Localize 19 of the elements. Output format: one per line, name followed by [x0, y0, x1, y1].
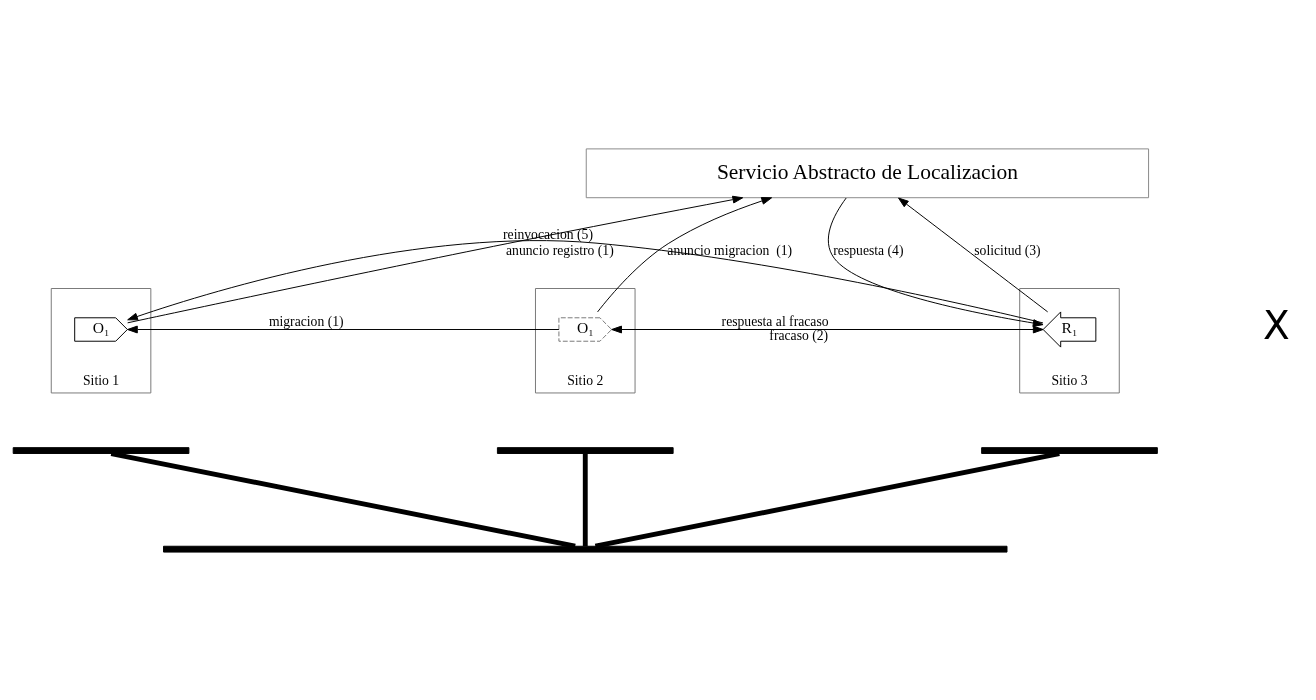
edge-label: respuesta (4)	[833, 242, 904, 258]
arrow	[127, 195, 744, 323]
edge-label: respuesta al fracaso	[721, 313, 829, 329]
edge-label: anuncio registro (1)	[506, 242, 614, 258]
arrow	[597, 196, 773, 312]
node-box: Servicio Abstracto de Localizacion	[585, 147, 1150, 198]
edge-label: migracion (1)	[268, 313, 344, 329]
edge-label: anuncio migracion (1)	[667, 242, 793, 258]
node-bar	[981, 446, 1158, 454]
arrow	[127, 325, 560, 333]
connector	[582, 453, 588, 546]
edge-label: solicitud (3)	[974, 242, 1041, 258]
arrow	[127, 239, 1044, 323]
node-bar	[496, 446, 674, 454]
edge-label: fracaso (2)	[769, 327, 829, 343]
arrow	[898, 197, 1049, 312]
label: X	[1263, 302, 1290, 348]
node-bar	[12, 446, 190, 454]
node-bar	[163, 545, 1008, 553]
